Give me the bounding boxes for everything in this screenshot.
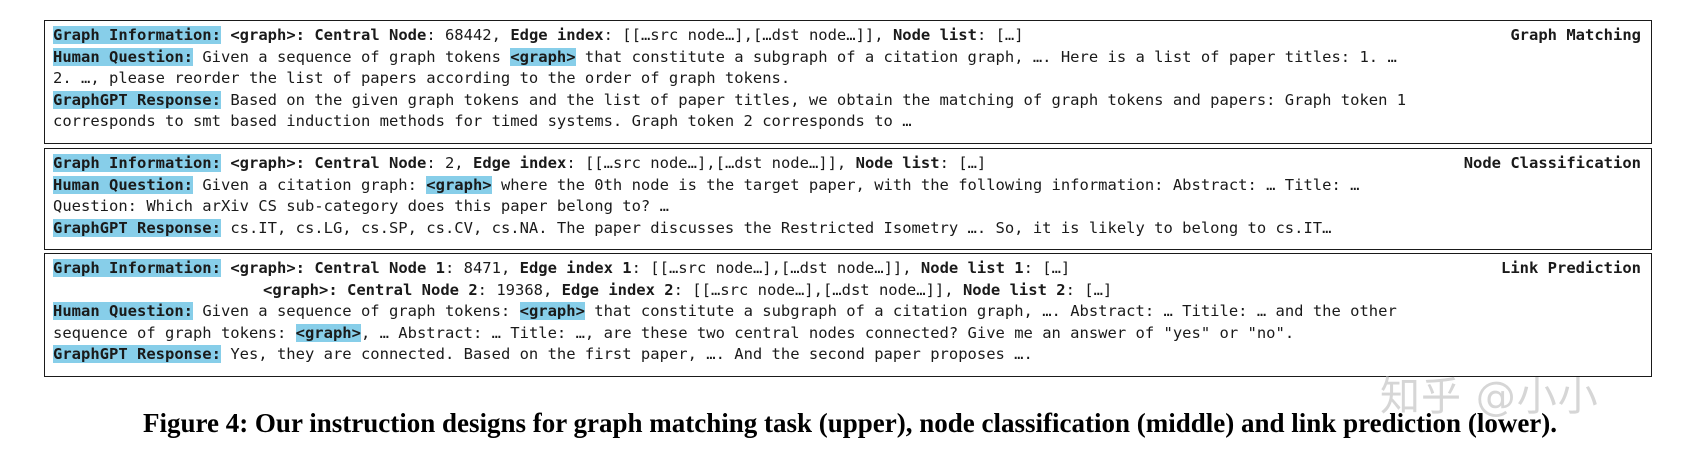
- text-segment: Yes, they are connected. Based on the fi…: [220, 345, 1033, 363]
- text-segment: Edge index: [510, 26, 604, 44]
- text-segment: <graph>:: [230, 26, 315, 44]
- text-segment: : [[…src node…],[…dst node…]],: [631, 259, 921, 277]
- text-line: Graph Information: <graph>: Central Node…: [53, 153, 1643, 175]
- text-line: sequence of graph tokens: <graph>, … Abs…: [53, 323, 1643, 345]
- text-line: Human Question: Given a citation graph: …: [53, 175, 1643, 197]
- human-question-label: Human Question:: [53, 47, 193, 66]
- text-line: corresponds to smt based induction metho…: [53, 111, 1643, 133]
- text-segment: that constitute a subgraph of a citation…: [575, 47, 1397, 66]
- graphgpt-response-label: GraphGPT Response:: [53, 345, 221, 363]
- figure-caption: Figure 4: Our instruction designs for gr…: [142, 408, 1558, 438]
- graph-token-highlight: <graph>: [426, 175, 492, 194]
- link-prediction-panel: Graph Information: <graph>: Central Node…: [44, 253, 1652, 377]
- text-segment: Based on the given graph tokens and the …: [220, 90, 1407, 109]
- text-segment: Central Node 2: [347, 280, 478, 299]
- graph-information-label: Graph Information:: [53, 26, 221, 44]
- text-segment: <graph>:: [230, 154, 315, 172]
- text-line: Human Question: Given a sequence of grap…: [53, 301, 1643, 323]
- text-segment: Node list: [855, 154, 940, 172]
- graph-information-label: Graph Information:: [53, 259, 221, 277]
- text-segment: that constitute a subgraph of a citation…: [584, 302, 1397, 320]
- text-segment: Node list: [892, 26, 977, 44]
- text-segment: : […]: [976, 26, 1024, 44]
- text-line: Graph Information: <graph>: Central Node…: [53, 25, 1643, 47]
- text-segment: : 19368,: [477, 280, 562, 299]
- node-classification-panel: Graph Information: <graph>: Central Node…: [44, 148, 1652, 250]
- text-segment: 2. …, please reorder the list of papers …: [53, 69, 791, 87]
- human-question-label: Human Question:: [53, 302, 193, 320]
- text-segment: : […]: [1023, 259, 1071, 277]
- text-segment: Central Node 1: [314, 259, 445, 277]
- text-segment: <graph>:: [230, 259, 315, 277]
- text-line: 2. …, please reorder the list of papers …: [53, 68, 1643, 90]
- text-segment: : [[…src node…],[…dst node…]],: [673, 280, 963, 299]
- task-title: Graph Matching: [1510, 26, 1641, 44]
- text-segment: Node list 2: [962, 280, 1066, 299]
- text-segment: : [[…src node…],[…dst node…]],: [566, 154, 856, 172]
- text-segment: Given a sequence of graph tokens: [192, 47, 511, 66]
- text-segment: Edge index: [472, 154, 567, 172]
- text-segment: Central Node: [314, 154, 427, 172]
- text-segment: Question: Which arXiv CS sub-category do…: [53, 197, 669, 215]
- graph-information-label: Graph Information:: [53, 154, 221, 172]
- text-segment: , … Abstract: … Title: …, are these two …: [360, 323, 1295, 342]
- human-question-label: Human Question:: [53, 175, 193, 194]
- text-segment: : [[…src node…],[…dst node…]],: [603, 26, 893, 44]
- graphgpt-response-label: GraphGPT Response:: [53, 218, 221, 237]
- text-line: GraphGPT Response: cs.IT, cs.LG, cs.SP, …: [53, 218, 1643, 240]
- text-segment: Edge index 1: [519, 259, 632, 277]
- text-line: Graph Information: <graph>: Central Node…: [53, 258, 1643, 280]
- text-segment: Given a citation graph:: [192, 175, 427, 194]
- text-segment: : 68442,: [426, 26, 511, 44]
- text-line: Question: Which arXiv CS sub-category do…: [53, 196, 1643, 218]
- text-segment: : […]: [1065, 280, 1113, 299]
- text-segment: sequence of graph tokens:: [53, 323, 296, 342]
- text-segment: Given a sequence of graph tokens:: [192, 302, 520, 320]
- text-segment: Edge index 2: [561, 280, 674, 299]
- watermark: 知乎 @小小: [1380, 374, 1599, 420]
- text-segment: Node list 1: [920, 259, 1024, 277]
- text-line: GraphGPT Response: Yes, they are connect…: [53, 344, 1643, 366]
- text-segment: where the 0th node is the target paper, …: [491, 175, 1360, 194]
- text-segment: <graph>:: [263, 280, 347, 299]
- graph-token-highlight: <graph>: [295, 323, 361, 342]
- text-line: <graph>: Central Node 2: 19368, Edge ind…: [53, 280, 1643, 302]
- text-segment: cs.IT, cs.LG, cs.SP, cs.CV, cs.NA. The p…: [220, 218, 1332, 237]
- task-title: Link Prediction: [1501, 259, 1641, 277]
- text-line: GraphGPT Response: Based on the given gr…: [53, 90, 1643, 112]
- graph-token-highlight: <graph>: [510, 47, 576, 66]
- text-segment: : 2,: [426, 154, 473, 172]
- graph-token-highlight: <graph>: [519, 302, 585, 320]
- graphgpt-response-label: GraphGPT Response:: [53, 90, 221, 109]
- text-segment: corresponds to smt based induction metho…: [53, 112, 912, 130]
- text-line: Human Question: Given a sequence of grap…: [53, 47, 1643, 69]
- task-title: Node Classification: [1463, 154, 1641, 172]
- text-segment: : […]: [939, 154, 987, 172]
- text-segment: Central Node: [314, 26, 427, 44]
- graph-matching-panel: Graph Information: <graph>: Central Node…: [44, 20, 1652, 144]
- text-segment: : 8471,: [444, 259, 520, 277]
